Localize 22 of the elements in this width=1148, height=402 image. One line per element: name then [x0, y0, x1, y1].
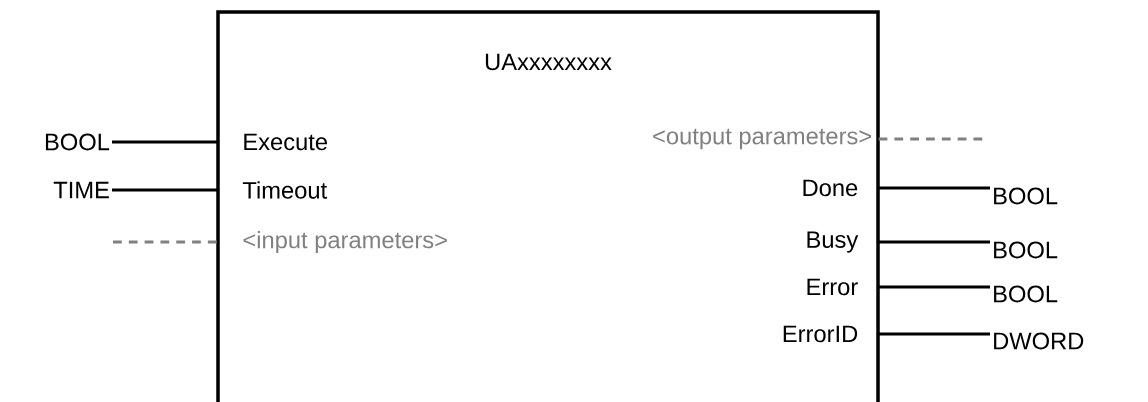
connector-line — [112, 188, 218, 192]
pin-label: Done — [803, 179, 858, 197]
type-label: TIME — [53, 181, 109, 199]
pin-label: <output parameters> — [653, 128, 872, 150]
type-label: BOOL — [45, 133, 110, 151]
connector-line — [878, 332, 990, 336]
pin-label: ErrorID — [783, 325, 858, 343]
pin-label: Execute — [244, 133, 327, 151]
connector-line — [878, 186, 990, 190]
type-label: BOOL — [994, 241, 1058, 259]
type-label: BOOL — [994, 285, 1058, 303]
type-label: BOOL — [994, 187, 1058, 205]
connector-line — [878, 285, 990, 289]
pin-label: <input parameters> — [243, 230, 447, 254]
connector-line — [878, 137, 984, 141]
connector-line — [112, 140, 218, 144]
connector-line — [113, 240, 218, 244]
connector-line — [878, 240, 990, 244]
pin-label: Timeout — [242, 181, 327, 199]
pin-label: Busy — [807, 231, 859, 253]
pin-label: Error — [807, 278, 858, 296]
type-label: DWORD — [994, 332, 1084, 350]
